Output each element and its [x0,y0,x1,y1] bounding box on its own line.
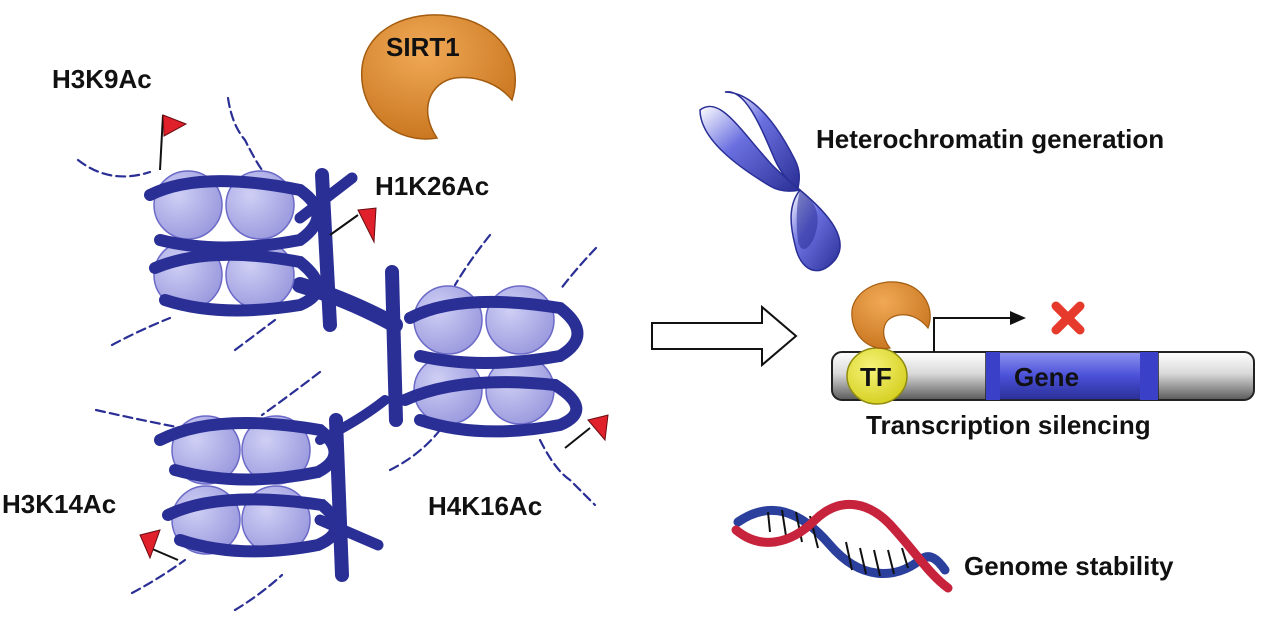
nucleosome-bottom [154,415,342,558]
label-gene: Gene [1014,362,1079,392]
acetyl-flag-icon [139,529,179,561]
nucleosome-top [144,170,324,317]
acetyl-flag-icon [564,414,609,449]
label-heterochromatin: Heterochromatin generation [816,124,1164,154]
pacman-enzyme-icon [851,281,931,350]
hollow-right-arrow-icon [651,304,798,368]
transcription-factor: TF [846,347,908,405]
acetyl-flag-icon [329,207,377,244]
label-h3k14ac: H3K14Ac [2,489,116,519]
pacman-enzyme-icon [361,14,517,140]
acetyl-flag-icon [159,114,188,171]
label-h3k9ac: H3K9Ac [52,64,152,94]
transcription-start-arrow [933,311,1026,352]
histone-tails [76,96,598,612]
nucleosome-right [399,285,584,438]
sirt1-enzyme: SIRT1 [361,14,517,140]
label-tf: TF [860,362,892,392]
label-h1k26ac: H1K26Ac [375,171,489,201]
chromatin-fiber: H3K9Ac H1K26Ac H3K14Ac H4K16Ac [2,64,609,612]
chromosome-icon [699,91,841,272]
label-transcription-silencing: Transcription silencing [866,410,1151,440]
linker-dna [292,168,403,582]
label-genome-stability: Genome stability [964,551,1174,581]
dna-helix-icon [731,499,953,593]
label-h4k16ac: H4K16Ac [428,491,542,521]
label-sirt1: SIRT1 [386,32,460,62]
gene-bar: Gene [831,351,1255,401]
red-x-icon [1051,301,1085,335]
